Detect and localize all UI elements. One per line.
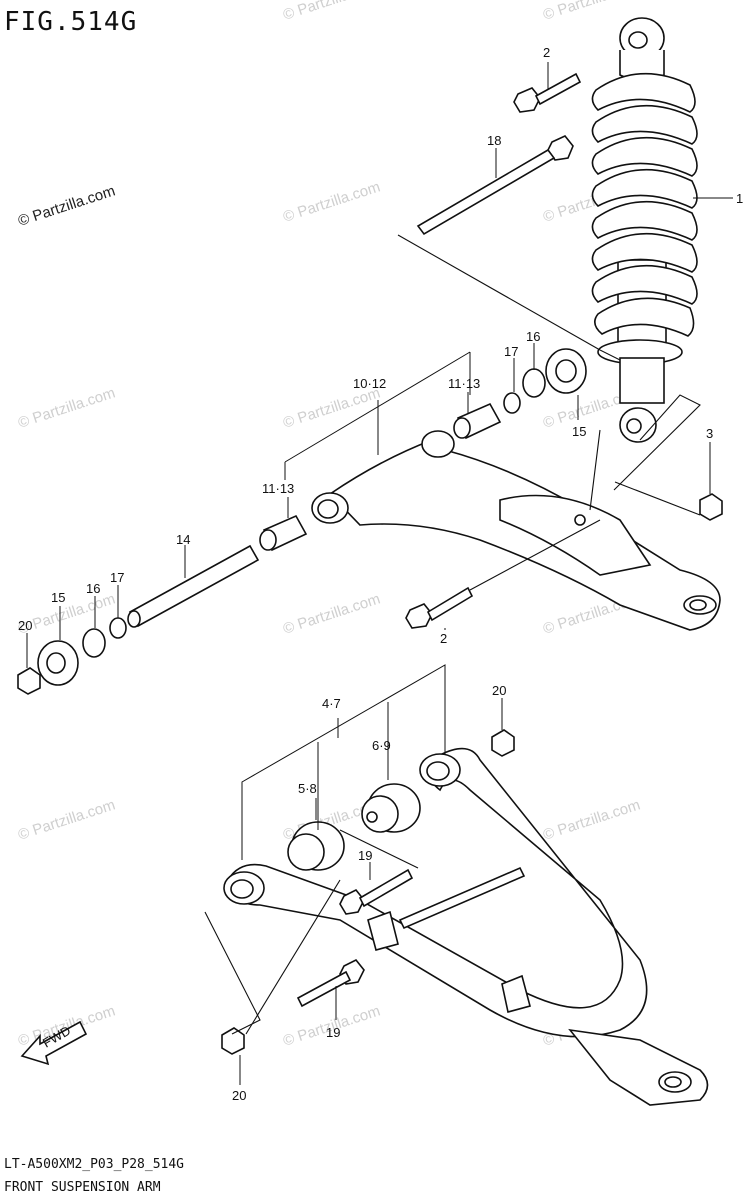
callout-19: 19 — [358, 848, 372, 863]
callout-2: 2 — [440, 631, 447, 646]
callout-labels: 1 2 2 3 4·7 5·8 6·9 10·12 11·13 11·13 14… — [18, 45, 743, 1103]
nut-20-bottom — [221, 1027, 245, 1055]
callout-6-9: 6·9 — [372, 738, 391, 753]
callout-19: 19 — [326, 1025, 340, 1040]
watermark: © Partzilla.com — [541, 0, 642, 24]
callout-11-13: 11·13 — [262, 481, 294, 496]
callout-5-8: 5·8 — [298, 781, 317, 796]
watermark: © Partzilla.com — [281, 384, 382, 431]
callout-11-13: 11·13 — [448, 376, 480, 391]
callout-15: 15 — [572, 424, 586, 439]
washer-set-rear — [503, 348, 587, 414]
callout-20: 20 — [232, 1088, 246, 1103]
watermark-primary: © Partzilla.com — [16, 182, 117, 229]
callout-18: 18 — [487, 133, 501, 148]
callout-20: 20 — [492, 683, 506, 698]
nut-20-front — [17, 667, 41, 695]
callout-17: 17 — [110, 570, 124, 585]
nut-3 — [699, 493, 723, 521]
figure-title: FIG.514G — [4, 7, 137, 37]
callout-17: 17 — [504, 344, 518, 359]
callout-16: 16 — [86, 581, 100, 596]
watermark: © Partzilla.com — [281, 590, 382, 637]
callout-2: 2 — [543, 45, 550, 60]
watermark: © Partzilla.com — [541, 796, 642, 843]
callout-3: 3 — [706, 426, 713, 441]
callout-20: 20 — [18, 618, 32, 633]
callout-1: 1 — [736, 191, 743, 206]
watermark: © Partzilla.com — [16, 384, 117, 431]
bushing-11-13-rear — [453, 402, 502, 440]
figure-code: LT-A500XM2_P03_P28_514G — [4, 1157, 184, 1172]
watermark: © Partzilla.com — [16, 796, 117, 843]
upper-suspension-arm — [311, 430, 721, 631]
bolt-19-upper — [339, 868, 414, 915]
watermark: © Partzilla.com — [281, 178, 382, 225]
washer-set-front — [37, 617, 127, 686]
shock-absorber — [591, 17, 698, 443]
bolt-2-lower — [405, 586, 474, 629]
callout-16: 16 — [526, 329, 540, 344]
lower-suspension-arm — [223, 747, 709, 1106]
pivot-shaft-14 — [127, 544, 260, 628]
leader-lines — [26, 62, 733, 1085]
figure-name: FRONT SUSPENSION ARM — [4, 1180, 161, 1195]
bushing-5-8 — [287, 821, 345, 871]
bolt-2-top — [513, 72, 582, 113]
bushing-6-9 — [361, 783, 421, 833]
callout-10-12: 10·12 — [353, 376, 386, 391]
bushing-11-13-front — [259, 514, 308, 552]
callout-15: 15 — [51, 590, 65, 605]
bolt-19-lower — [296, 958, 365, 1008]
callout-4-7: 4·7 — [322, 696, 341, 711]
nut-20-right — [491, 729, 515, 757]
callout-14: 14 — [176, 532, 190, 547]
watermark: © Partzilla.com — [281, 0, 382, 24]
bolt-18 — [416, 135, 574, 236]
